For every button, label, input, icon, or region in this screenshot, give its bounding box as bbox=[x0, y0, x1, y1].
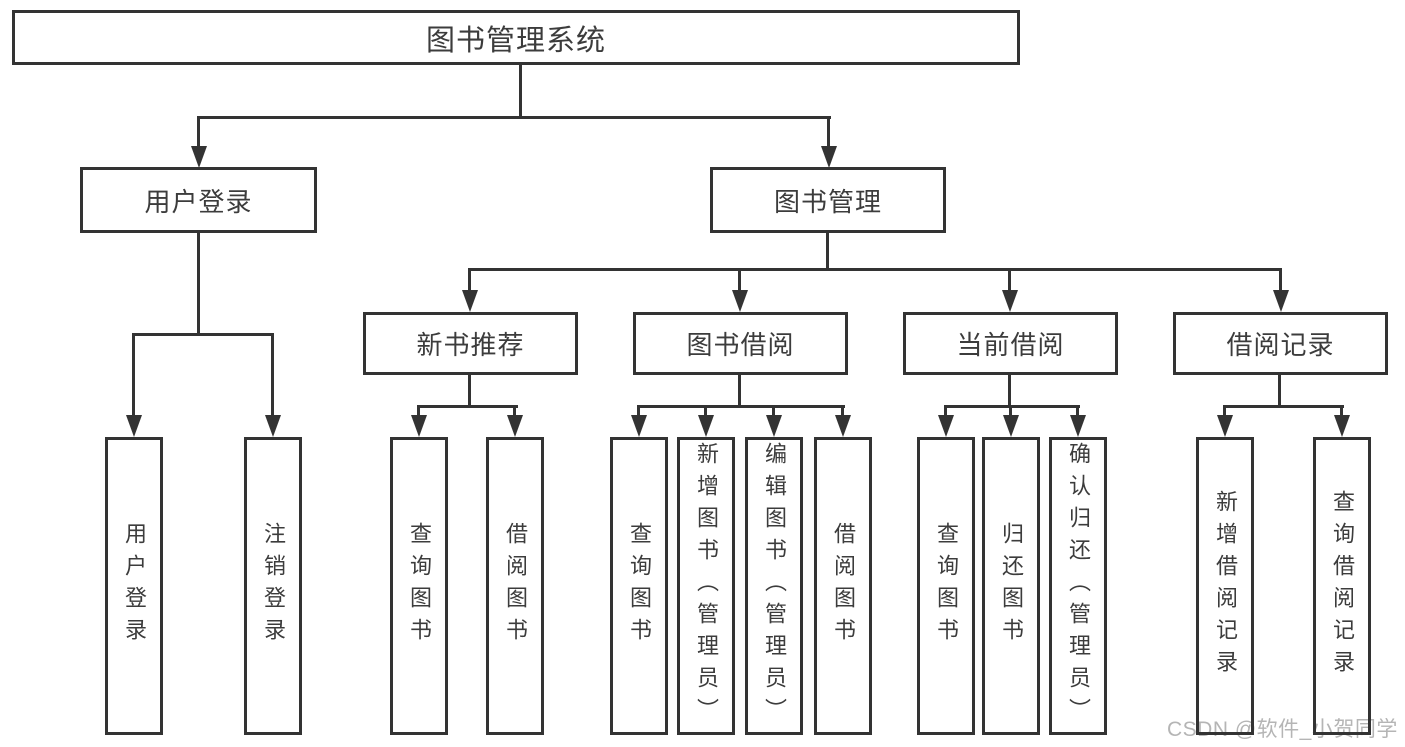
leaf-borrowing-query-books: 查询图书 bbox=[610, 437, 668, 735]
connector-book-mgmt-drop bbox=[826, 233, 829, 270]
connector-drop-leaf-logout bbox=[271, 336, 274, 415]
arrowhead-bb-edit bbox=[766, 415, 782, 437]
connector-drop-bb-edit bbox=[772, 408, 775, 417]
connector-drop-br-add bbox=[1223, 408, 1226, 417]
leaf-current-query-books: 查询图书 bbox=[917, 437, 975, 735]
node-borrowing-records: 借阅记录 bbox=[1173, 312, 1388, 375]
connector-drop-cb-confirm bbox=[1076, 408, 1079, 417]
node-library-management-system: 图书管理系统 bbox=[12, 10, 1020, 65]
leaf-newbooks-borrow-books: 借阅图书 bbox=[486, 437, 544, 735]
connector-borrow-records-drop bbox=[1278, 375, 1281, 407]
leaf-label: 注销登录 bbox=[261, 522, 286, 650]
arrowhead-nb-query bbox=[411, 415, 427, 437]
node-current-borrowing: 当前借阅 bbox=[903, 312, 1118, 375]
connector-rail-level2 bbox=[197, 116, 831, 119]
connector-root-drop bbox=[519, 63, 522, 118]
arrowhead-book-mgmt bbox=[821, 146, 837, 168]
node-label: 图书管理 bbox=[773, 186, 882, 217]
node-label: 图书借阅 bbox=[686, 330, 795, 360]
arrowhead-leaf-logout bbox=[265, 415, 281, 437]
connector-drop-bb-query bbox=[637, 408, 640, 417]
connector-drop-book-mgmt bbox=[827, 119, 830, 148]
connector-rail-user-login bbox=[132, 333, 274, 336]
connector-drop-new-books bbox=[468, 271, 471, 290]
arrowhead-br-add bbox=[1217, 415, 1233, 437]
connector-user-login-drop bbox=[197, 233, 200, 335]
arrowhead-bb-add bbox=[698, 415, 714, 437]
leaf-records-query-record: 查询借阅记录 bbox=[1313, 437, 1371, 735]
connector-drop-bb-borrow bbox=[841, 408, 844, 417]
connector-drop-leaf-login bbox=[132, 336, 135, 415]
connector-drop-borrow-records bbox=[1279, 271, 1282, 290]
arrowhead-new-books bbox=[462, 290, 478, 312]
connector-rail-book-borrow bbox=[637, 405, 845, 408]
arrowhead-user-login bbox=[191, 146, 207, 168]
connector-drop-cb-query bbox=[944, 408, 947, 417]
connector-book-borrow-drop bbox=[738, 375, 741, 407]
leaf-label: 新增图书（管理员） bbox=[694, 442, 719, 730]
arrowhead-cb-confirm bbox=[1070, 415, 1086, 437]
leaf-borrowing-edit-books-admin: 编辑图书（管理员） bbox=[745, 437, 803, 735]
leaf-user-login: 用户登录 bbox=[105, 437, 163, 735]
connector-drop-current-borrow bbox=[1008, 271, 1011, 290]
leaf-current-return-books: 归还图书 bbox=[982, 437, 1040, 735]
connector-drop-cb-return bbox=[1009, 408, 1012, 417]
leaf-label: 查询图书 bbox=[627, 522, 652, 650]
arrowhead-cb-return bbox=[1003, 415, 1019, 437]
node-label: 新书推荐 bbox=[416, 330, 525, 360]
arrowhead-cb-query bbox=[938, 415, 954, 437]
node-new-book-recommend: 新书推荐 bbox=[363, 312, 578, 375]
node-book-management: 图书管理 bbox=[710, 167, 946, 233]
connector-rail-current-borrow bbox=[944, 405, 1080, 408]
connector-drop-bb-add bbox=[704, 408, 707, 417]
arrowhead-br-query bbox=[1334, 415, 1350, 437]
leaf-borrowing-add-books-admin: 新增图书（管理员） bbox=[677, 437, 735, 735]
connector-drop-nb-borrow bbox=[513, 408, 516, 417]
arrowhead-bb-query bbox=[631, 415, 647, 437]
connector-drop-nb-query bbox=[417, 408, 420, 417]
connector-new-books-drop bbox=[468, 375, 471, 407]
leaf-label: 编辑图书（管理员） bbox=[762, 442, 787, 730]
connector-drop-br-query bbox=[1340, 408, 1343, 417]
node-label: 用户登录 bbox=[144, 186, 253, 217]
leaf-borrowing-borrow-books: 借阅图书 bbox=[814, 437, 872, 735]
leaf-label: 查询图书 bbox=[407, 522, 432, 650]
node-label: 当前借阅 bbox=[956, 330, 1065, 360]
arrowhead-borrow-records bbox=[1273, 290, 1289, 312]
leaf-label: 新增借阅记录 bbox=[1213, 490, 1238, 682]
node-label: 借阅记录 bbox=[1226, 330, 1335, 360]
arrowhead-bb-borrow bbox=[835, 415, 851, 437]
leaf-label: 用户登录 bbox=[122, 522, 147, 650]
connector-drop-user-login bbox=[197, 119, 200, 148]
leaf-label: 确认归还（管理员） bbox=[1066, 442, 1091, 730]
connector-rail-borrow-records bbox=[1223, 405, 1344, 408]
leaf-newbooks-query-books: 查询图书 bbox=[390, 437, 448, 735]
leaf-label: 借阅图书 bbox=[503, 522, 528, 650]
leaf-label: 查询借阅记录 bbox=[1330, 490, 1355, 682]
leaf-label: 借阅图书 bbox=[831, 522, 856, 650]
arrowhead-leaf-login bbox=[126, 415, 142, 437]
arrowhead-current-borrow bbox=[1002, 290, 1018, 312]
leaf-label: 归还图书 bbox=[999, 522, 1024, 650]
leaf-logout: 注销登录 bbox=[244, 437, 302, 735]
arrowhead-book-borrow bbox=[732, 290, 748, 312]
connector-rail-level3 bbox=[468, 268, 1282, 271]
connector-current-borrow-drop bbox=[1008, 375, 1011, 407]
node-book-borrowing: 图书借阅 bbox=[633, 312, 848, 375]
node-label: 图书管理系统 bbox=[425, 24, 606, 57]
leaf-label: 查询图书 bbox=[934, 522, 959, 650]
leaf-current-confirm-return-admin: 确认归还（管理员） bbox=[1049, 437, 1107, 735]
csdn-watermark: CSDN @软件_小贺同学 bbox=[1167, 718, 1398, 741]
connector-rail-new-books bbox=[417, 405, 518, 408]
connector-drop-book-borrow bbox=[738, 271, 741, 290]
arrowhead-nb-borrow bbox=[507, 415, 523, 437]
node-user-login: 用户登录 bbox=[80, 167, 317, 233]
leaf-records-add-record: 新增借阅记录 bbox=[1196, 437, 1254, 735]
